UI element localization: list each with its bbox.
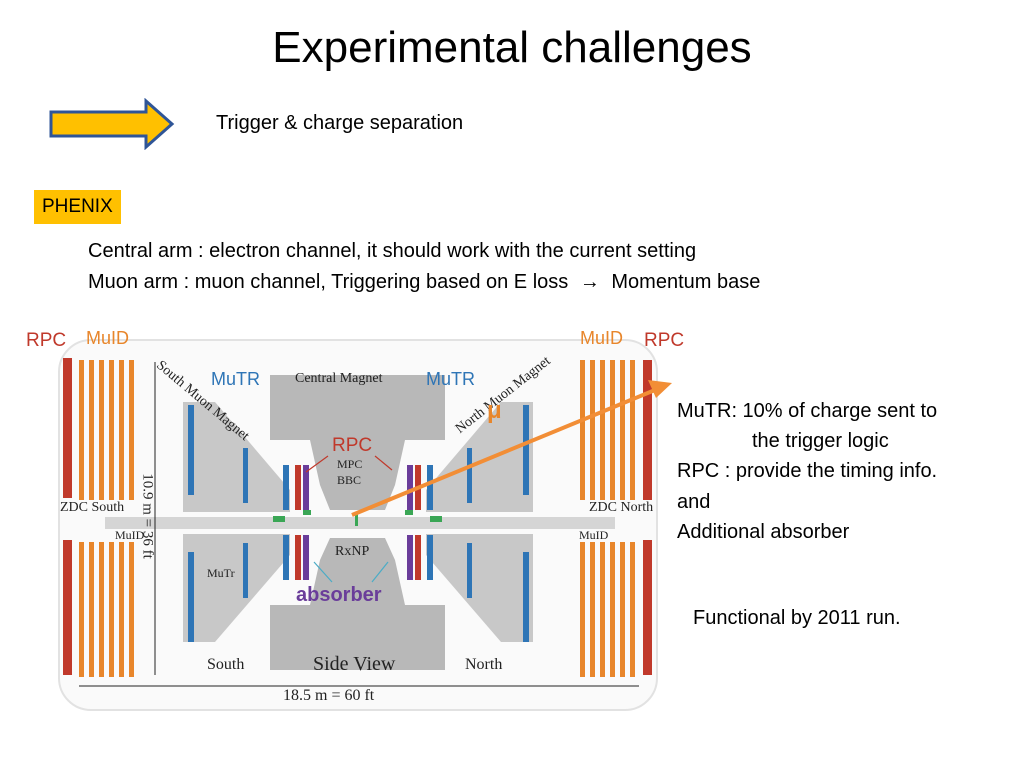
rpc-note: RPC : provide the timing info. [677, 460, 938, 482]
phenix-detector-diagram: South Muon Magnet North Muon Magnet Cent… [55, 330, 660, 712]
absorber-label: absorber [296, 584, 382, 606]
central-arm-text: Central arm : electron channel, it shoul… [88, 240, 697, 262]
rpc-left-label: RPC [26, 330, 67, 351]
rpc-right-label: RPC [644, 330, 685, 351]
mutr-right-label: MuTR [426, 369, 475, 389]
muon-arm-text: Muon arm : muon channel, Triggering base… [88, 271, 760, 294]
north-label: North [465, 656, 503, 673]
mutr-left-label: MuTR [211, 369, 260, 389]
muid-north-label: MuID [579, 528, 609, 542]
muon-symbol: μ [487, 397, 502, 424]
muid-left-label: MuID [86, 328, 130, 348]
rxnp-label: RxNP [335, 544, 370, 559]
south-label: South [207, 656, 245, 673]
mutr-south-label: MuTr [207, 566, 235, 580]
zdc-south-label: ZDC South [60, 500, 125, 515]
height-dimension-label: 10.9 m = 36 ft [139, 473, 156, 559]
mutr-note: MuTR: 10% of charge sent to [677, 400, 938, 422]
side-view-label: Side View [313, 653, 396, 675]
central-magnet-label: Central Magnet [295, 371, 383, 386]
absorber-note: Additional absorber [677, 521, 850, 543]
rpc-center-label: RPC [332, 435, 373, 456]
right-arrow-icon [49, 98, 175, 150]
width-dimension-label: 18.5 m = 60 ft [283, 687, 375, 704]
muon-arm-text-b: Momentum base [611, 271, 761, 293]
functional-note: Functional by 2011 run. [693, 607, 901, 629]
slide-title: Experimental challenges [272, 23, 752, 72]
implies-arrow-icon: → [579, 271, 600, 293]
zdc-north-label: ZDC North [589, 500, 654, 515]
subtitle: Trigger & charge separation [216, 112, 464, 134]
muon-arm-text-a: Muon arm : muon channel, Triggering base… [88, 271, 569, 293]
mpc-label: MPC [337, 457, 363, 471]
bbc-label: BBC [337, 473, 362, 487]
mutr-note-cont: the trigger logic [752, 430, 889, 452]
and-note: and [677, 491, 711, 513]
muid-south-label: MuID [115, 528, 145, 542]
muid-right-label: MuID [580, 328, 624, 348]
phenix-tag: PHENIX [34, 190, 121, 224]
